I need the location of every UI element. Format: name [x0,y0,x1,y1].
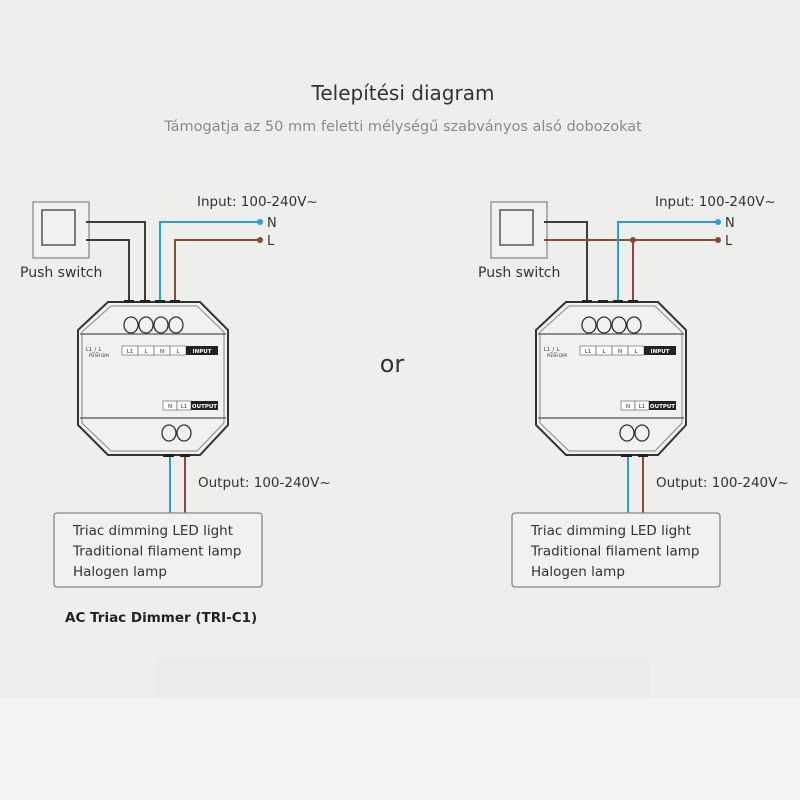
push-switch-label: Push switch [20,265,102,281]
input-title: INPUT [193,349,212,355]
input-terminal-label: L [144,349,148,355]
load-box [511,512,721,588]
input-screw-terminal [611,316,627,334]
input-slot [140,300,150,303]
output-title: OUTPUT [650,404,675,410]
load-item: Triac dimming LED light [530,523,691,539]
neutral-label: N [725,216,735,231]
output-screw-terminal [634,424,650,442]
live-label: L [267,234,275,249]
output-slot [163,454,174,457]
input-terminal-label: N [618,349,622,355]
neutral-terminal-dot [715,219,721,225]
output-screw-terminal [176,424,192,442]
load-box [53,512,263,588]
input-screw-terminal [581,316,597,334]
neutral-label: N [267,216,277,231]
input-terminal-label: L [634,349,638,355]
junction-dot [630,237,636,243]
neutral-wire [617,221,718,302]
output-terminal-label: L1 [639,404,646,410]
output-title-box [649,401,676,410]
push-switch-button [41,209,76,246]
push-dim-legend-sub: PUSH DIM [547,353,567,358]
live-label: L [725,234,733,249]
input-screw-terminal [168,316,184,334]
input-screw-terminal [123,316,139,334]
output-slot [638,454,648,457]
dimmer-inner-edge [81,305,225,452]
input-screw-terminal [138,316,154,334]
live-terminal-dot [257,237,263,243]
live-wire [174,239,260,302]
output-slot [180,454,190,457]
output-screw-terminal [161,424,177,442]
input-slot [155,300,165,303]
load-item: Traditional filament lamp [530,544,699,560]
push-dim-legend-sub: PUSH DIM [89,353,109,358]
input-terminal-label: L1 [585,349,592,355]
load-item: Triac dimming LED light [72,523,233,539]
neutral-wire [159,221,260,302]
input-slot [613,300,623,303]
output-terminal-label: L1 [181,404,188,410]
push-switch-label: Push switch [478,265,560,281]
dimmer-body [535,301,687,456]
output-title: OUTPUT [192,404,217,410]
page-title: Telepítési diagram [311,81,495,105]
output-terminal-label: N [168,404,172,410]
input-title-box [186,346,218,355]
dimmer-body [77,301,229,456]
input-title-box [644,346,676,355]
input-slot [628,300,638,303]
load-item: Halogen lamp [73,564,167,580]
input-slot [124,300,134,303]
input-slot [582,300,592,303]
push-dim-legend: L1_/_L [544,347,560,353]
dimmer-inner-edge [539,305,683,452]
input-terminal-label: L [176,349,180,355]
input-slot [170,300,180,303]
live-terminal-dot [715,237,721,243]
load-item: Halogen lamp [531,564,625,580]
switch-wire [86,221,146,302]
footer-area [0,698,800,800]
input-screw-terminal [596,316,612,334]
input-slot [598,300,608,303]
output-label: Output: 100-240V~ [198,475,331,491]
page-subtitle: Támogatja az 50 mm feletti mélységű szab… [163,119,642,135]
output-title-box [191,401,218,410]
output-screw-terminal [619,424,635,442]
input-screw-terminal [626,316,642,334]
push-dim-legend: L1_/_L [86,347,102,353]
or-separator: or [380,350,405,378]
product-caption: AC Triac Dimmer (TRI-C1) [65,610,257,626]
neutral-terminal-dot [257,219,263,225]
input-terminal-label: L1 [127,349,134,355]
switch-wire [544,221,588,302]
input-title: INPUT [651,349,670,355]
footer-band [157,658,650,698]
input-terminal-label: L [602,349,606,355]
input-screw-terminal [153,316,169,334]
input-label: Input: 100-240V~ [655,194,776,210]
output-slot [621,454,632,457]
input-terminal-label: N [160,349,164,355]
input-label: Input: 100-240V~ [197,194,318,210]
switch-wire [86,239,130,302]
load-item: Traditional filament lamp [72,544,241,560]
output-label: Output: 100-240V~ [656,475,789,491]
push-switch-button [499,209,534,246]
output-terminal-label: N [626,404,630,410]
